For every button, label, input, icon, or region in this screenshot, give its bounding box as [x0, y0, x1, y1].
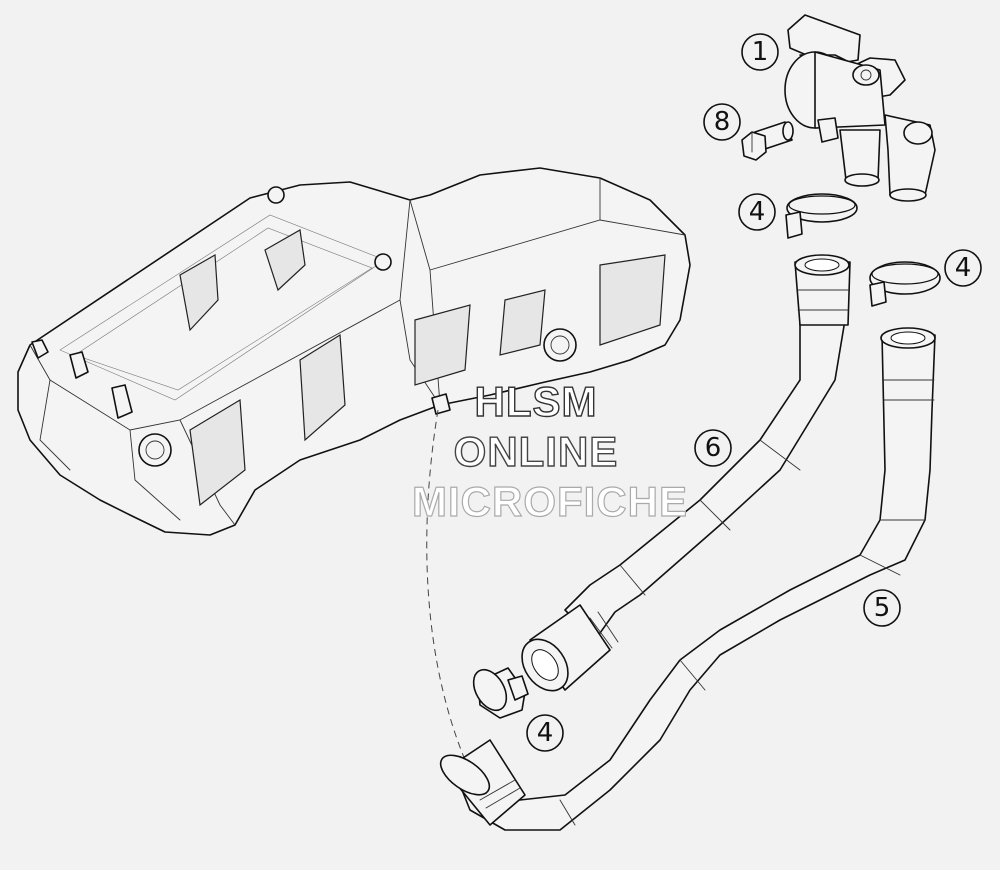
callout-1: 1 [741, 33, 779, 71]
callout-4-lower: 4 [526, 714, 564, 752]
svg-text:5: 5 [874, 593, 891, 623]
callout-6: 6 [694, 429, 732, 467]
callout-5: 5 [863, 589, 901, 627]
hose-cap[interactable] [467, 664, 529, 719]
callout-8: 8 [703, 103, 741, 141]
svg-text:1: 1 [752, 37, 769, 67]
hose-clamp-upper-left[interactable] [785, 193, 858, 239]
svg-text:4: 4 [955, 253, 972, 283]
callout-4-upper-left: 4 [738, 193, 776, 231]
hose-6[interactable] [513, 254, 851, 699]
svg-text:8: 8 [714, 107, 731, 137]
thermostat-valve[interactable] [784, 14, 936, 202]
svg-text:6: 6 [705, 433, 722, 463]
expansion-tank[interactable] [17, 167, 691, 536]
leader-dashed [426, 409, 466, 761]
svg-text:4: 4 [749, 197, 766, 227]
hose-clamp-upper-right[interactable] [869, 261, 941, 307]
svg-text:4: 4 [537, 718, 554, 748]
bolt[interactable] [741, 121, 794, 161]
hose-5[interactable] [434, 327, 936, 831]
callout-4-upper-right: 4 [944, 249, 982, 287]
